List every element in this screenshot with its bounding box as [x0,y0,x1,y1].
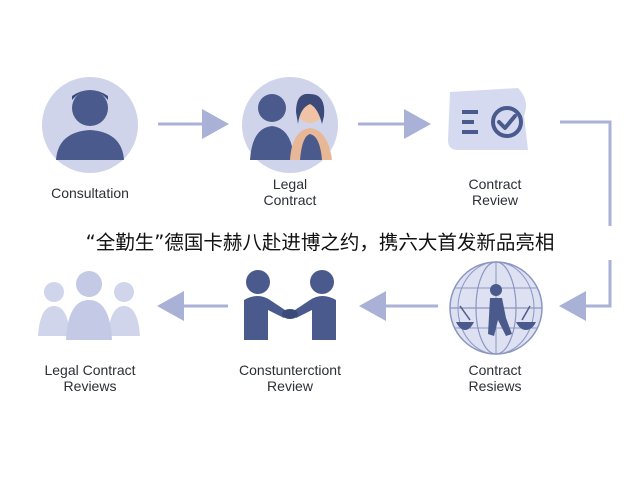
node-label-contract-resiews: Contract Resiews [468,362,522,394]
flow-connector-right [559,120,612,321]
node-label-contract-review: Contract Review [468,176,522,208]
couple-icon [242,77,338,173]
overlay-caption: “全勤生”德国卡赫八赴进博之约，携六大首发新品亮相 [0,226,640,260]
handshake-icon [244,270,336,340]
group-icon [38,271,140,340]
person-icon [42,77,138,173]
document-check-icon [448,88,528,150]
node-label-consultation: Consultation [51,185,129,201]
justice-globe-icon [449,261,543,355]
node-label-legal-contract-reviews: Legal Contract Reviews [44,362,136,394]
node-label-handshake-review: Constunterctiont Review [239,362,341,394]
node-label-legal-contract: Legal Contract [263,176,317,208]
